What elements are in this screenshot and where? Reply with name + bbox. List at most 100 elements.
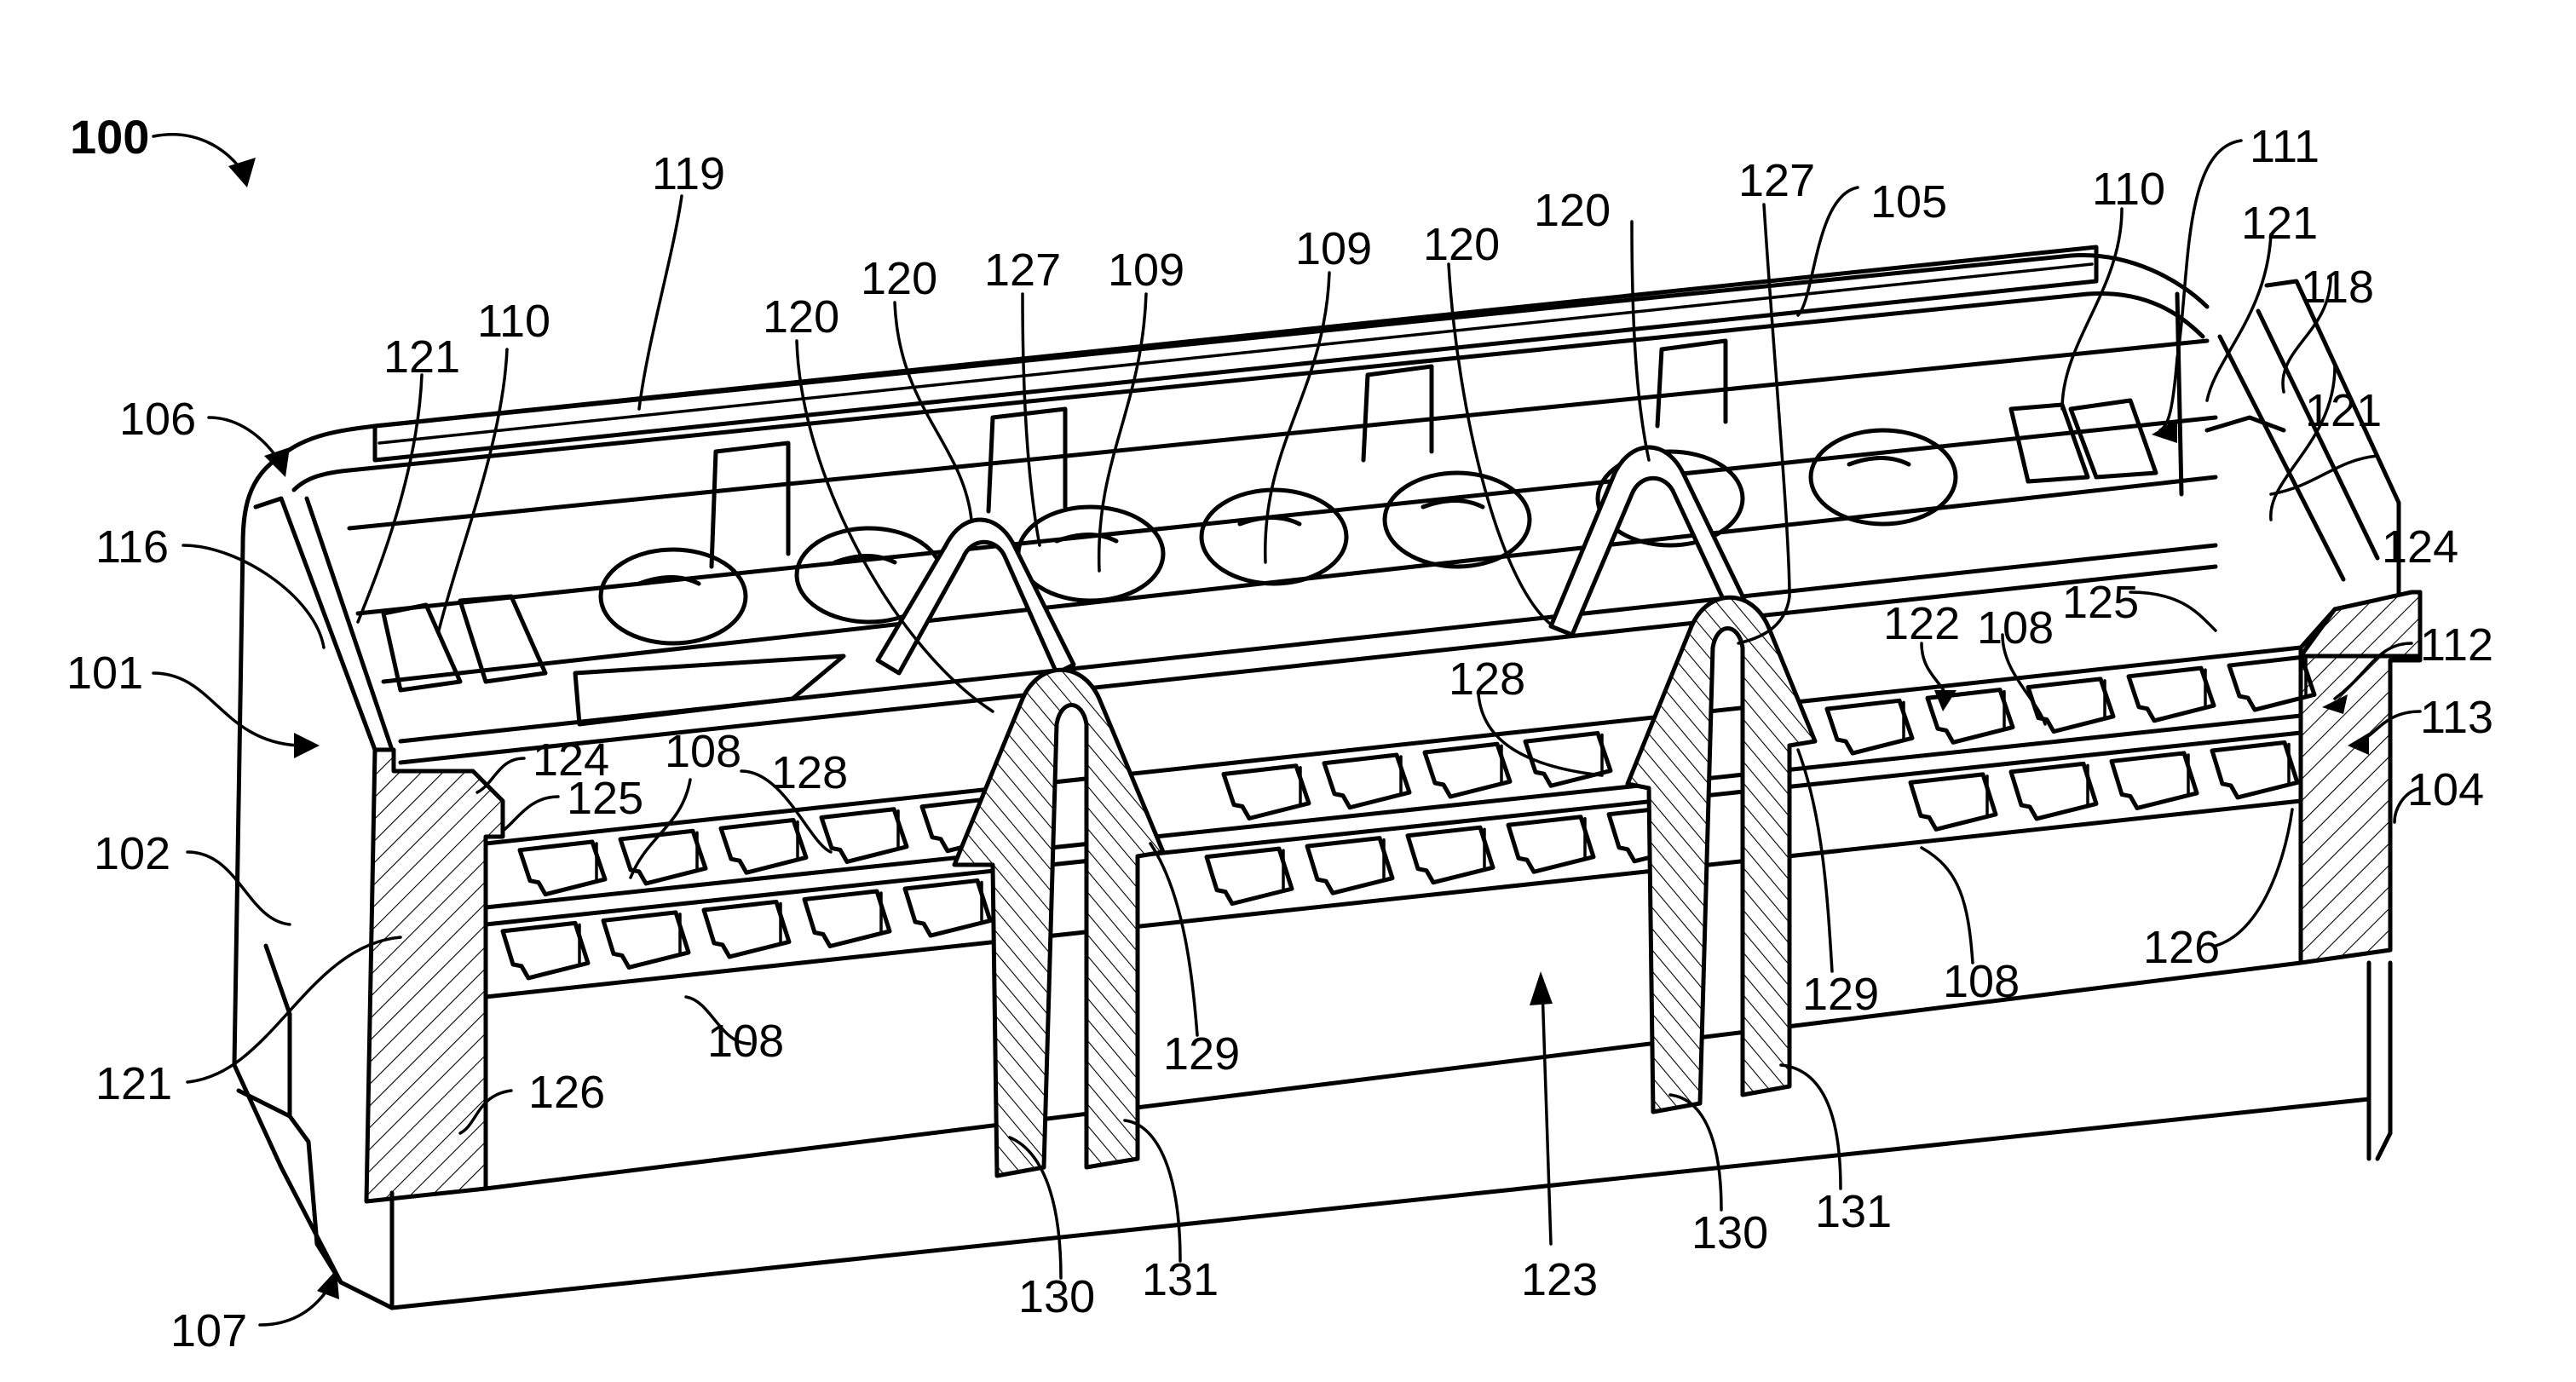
label-110: 110 (477, 296, 550, 347)
leader-120-c (1447, 262, 1561, 632)
label-109: 109 (1108, 245, 1184, 296)
right-end-wall (2264, 279, 2401, 595)
label-122: 122 (1883, 598, 1960, 649)
label-108: 108 (707, 1016, 784, 1067)
cavity-opening (1016, 504, 1166, 603)
left-foot-2 (287, 1114, 343, 1285)
label-108: 108 (1943, 956, 2020, 1007)
label-125: 125 (567, 773, 643, 824)
label-120: 120 (1534, 185, 1611, 236)
latch-arc (1054, 533, 1119, 544)
cavity-cells (500, 654, 2317, 981)
square-cavity-left-2 (458, 594, 548, 684)
label-126: 126 (528, 1067, 605, 1118)
label-108: 108 (1977, 602, 2054, 654)
left-end-edge (253, 496, 395, 752)
label-108: 108 (665, 726, 741, 777)
back-wall-bottom (347, 338, 2210, 531)
cavity-opening (1382, 470, 1532, 569)
leader-131-l (1123, 1119, 1182, 1263)
cavity-cell (1204, 846, 1294, 907)
arrow-112 (2322, 694, 2348, 714)
arrow-111 (2152, 419, 2177, 443)
label-118: 118 (2301, 262, 2374, 313)
cavity-cell (1322, 752, 1412, 810)
leader-128-r (1477, 693, 1604, 777)
back-post-1 (709, 441, 791, 569)
latch-arc (1421, 498, 1485, 510)
leader-118 (2281, 275, 2332, 394)
leader-126-r (2214, 808, 2294, 947)
arrow-123 (1530, 971, 1553, 1005)
row-upper-bottom (483, 713, 2303, 910)
cavity-opening (1595, 449, 1745, 548)
right-end-wall-inner (2256, 308, 2380, 561)
label-124: 124 (2382, 521, 2458, 573)
left-clip-section (952, 667, 1166, 1178)
row-upper-top (483, 645, 2303, 846)
right-foot (2375, 960, 2393, 1161)
label-121: 121 (383, 331, 460, 383)
cavity-opening (1199, 487, 1349, 586)
leader-108-lr (1920, 846, 1974, 965)
rail-119-mid (377, 262, 2094, 445)
arrow-113 (2348, 733, 2369, 755)
arrow-106 (264, 447, 290, 477)
leader-119 (637, 194, 683, 411)
back-post-3 (1361, 364, 1434, 463)
label-111: 111 (2250, 121, 2320, 172)
label-131: 131 (1815, 1186, 1892, 1237)
leader-lines (152, 133, 2422, 1327)
label-101: 101 (66, 648, 143, 699)
leader-130-l (1008, 1136, 1063, 1280)
leader-129-r (1796, 748, 1834, 973)
lower-cavities (483, 645, 2303, 999)
upper-rack-top (355, 415, 2218, 616)
cavity-cell (601, 910, 691, 970)
housing-top-rim-outer (279, 253, 2210, 458)
leader-124-l (475, 757, 526, 794)
leader-108-ur (2001, 633, 2047, 726)
row-lower-top (483, 730, 2303, 927)
label-116: 116 (95, 521, 169, 573)
cavity-cell (718, 817, 809, 875)
leader-121-ll (186, 936, 402, 1084)
leader-129-l (1149, 842, 1199, 1037)
leader-111 (2158, 139, 2243, 432)
latch-arc (1237, 515, 1302, 527)
cavity-cell (2126, 665, 2216, 723)
cavity-cell (1523, 731, 1613, 788)
leader-108-ul (629, 778, 692, 879)
cavity-cell (1221, 763, 1311, 821)
label-131: 131 (1142, 1254, 1219, 1305)
left-clip-back (875, 517, 1076, 676)
label-121: 121 (2305, 385, 2382, 436)
cavity-cell (1305, 836, 1395, 895)
leader-120-a (795, 339, 994, 713)
cavity-cell (2008, 761, 2099, 821)
label-129: 129 (1163, 1028, 1240, 1080)
leader-121-tl (356, 373, 424, 624)
upper-cavities (381, 398, 2286, 727)
square-cavity-right (2008, 402, 2090, 484)
label-107: 107 (170, 1305, 247, 1356)
square-cavity-right-2 (2068, 398, 2158, 480)
cavity-opening (1808, 428, 1958, 527)
label-130: 130 (1018, 1271, 1095, 1322)
leader-123 (1541, 987, 1553, 1246)
right-section-upper (2298, 590, 2423, 659)
left-section-121 (364, 747, 505, 1204)
label-104: 104 (2407, 764, 2484, 815)
label-125: 125 (2062, 577, 2139, 628)
leader-108-ll (684, 995, 752, 1045)
cavity-cell (2210, 740, 2300, 800)
label-123: 123 (1521, 1254, 1598, 1305)
cavity-cell (2109, 751, 2199, 810)
right-clip (1548, 445, 1818, 1114)
upper-rack-ledge (398, 564, 2218, 765)
front-lower-face-top (483, 960, 2303, 1191)
housing-top-rim-inner (291, 291, 2205, 492)
leader-102 (186, 850, 291, 926)
latch-arc (1847, 456, 1911, 467)
row-lower-bottom (483, 798, 2303, 999)
